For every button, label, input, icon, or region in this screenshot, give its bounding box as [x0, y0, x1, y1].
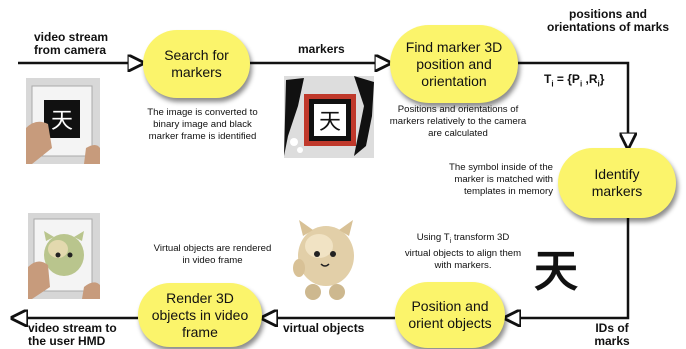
identified-symbol: 天: [534, 246, 578, 297]
node-find-label: Find marker 3D position and orientation: [405, 38, 503, 89]
arrow-find-identify: [518, 61, 628, 148]
label-positions: positions and orientations of marks: [546, 7, 670, 34]
label-markers: markers: [298, 42, 345, 56]
note-transform: Using Ti transform 3D virtual objects to…: [404, 232, 522, 271]
label-virtual-objects: virtual objects: [283, 321, 365, 335]
label-formula: Ti = {Pi ,Ri}: [544, 72, 605, 89]
label-input-stream: video stream from camera: [34, 30, 109, 57]
label-ids: IDs of marks: [594, 321, 630, 348]
marker-symbol-glyph: 天: [51, 109, 73, 134]
note-calc: Positions and orientations of markers re…: [389, 104, 527, 139]
node-identify-label: Identify markers: [591, 166, 643, 199]
arrow-identify-position: [505, 218, 630, 318]
node-position: Position and orient objects: [395, 282, 505, 348]
node-render: Render 3D objects in video frame: [138, 283, 262, 347]
rendered-output-photo: [28, 213, 100, 299]
node-find: Find marker 3D position and orientation: [390, 25, 518, 103]
binary-symbol-glyph: 天: [319, 110, 341, 135]
node-search: Search for markers: [143, 30, 250, 98]
node-identify: Identify markers: [558, 148, 676, 218]
hand-marker-photo: 天: [26, 78, 100, 164]
note-rendered: Virtual objects are rendered in video fr…: [153, 243, 272, 266]
node-search-label: Search for markers: [164, 47, 229, 80]
node-render-label: Render 3D objects in video frame: [151, 289, 249, 340]
node-position-label: Position and orient objects: [408, 298, 492, 331]
label-output-stream: video stream to the user HMD: [28, 321, 117, 348]
note-binary: The image is converted to binary image a…: [147, 107, 258, 142]
note-match: The symbol inside of the marker is match…: [449, 162, 553, 197]
binary-marker-image: 天: [284, 76, 374, 158]
virtual-object-character: [293, 220, 354, 300]
